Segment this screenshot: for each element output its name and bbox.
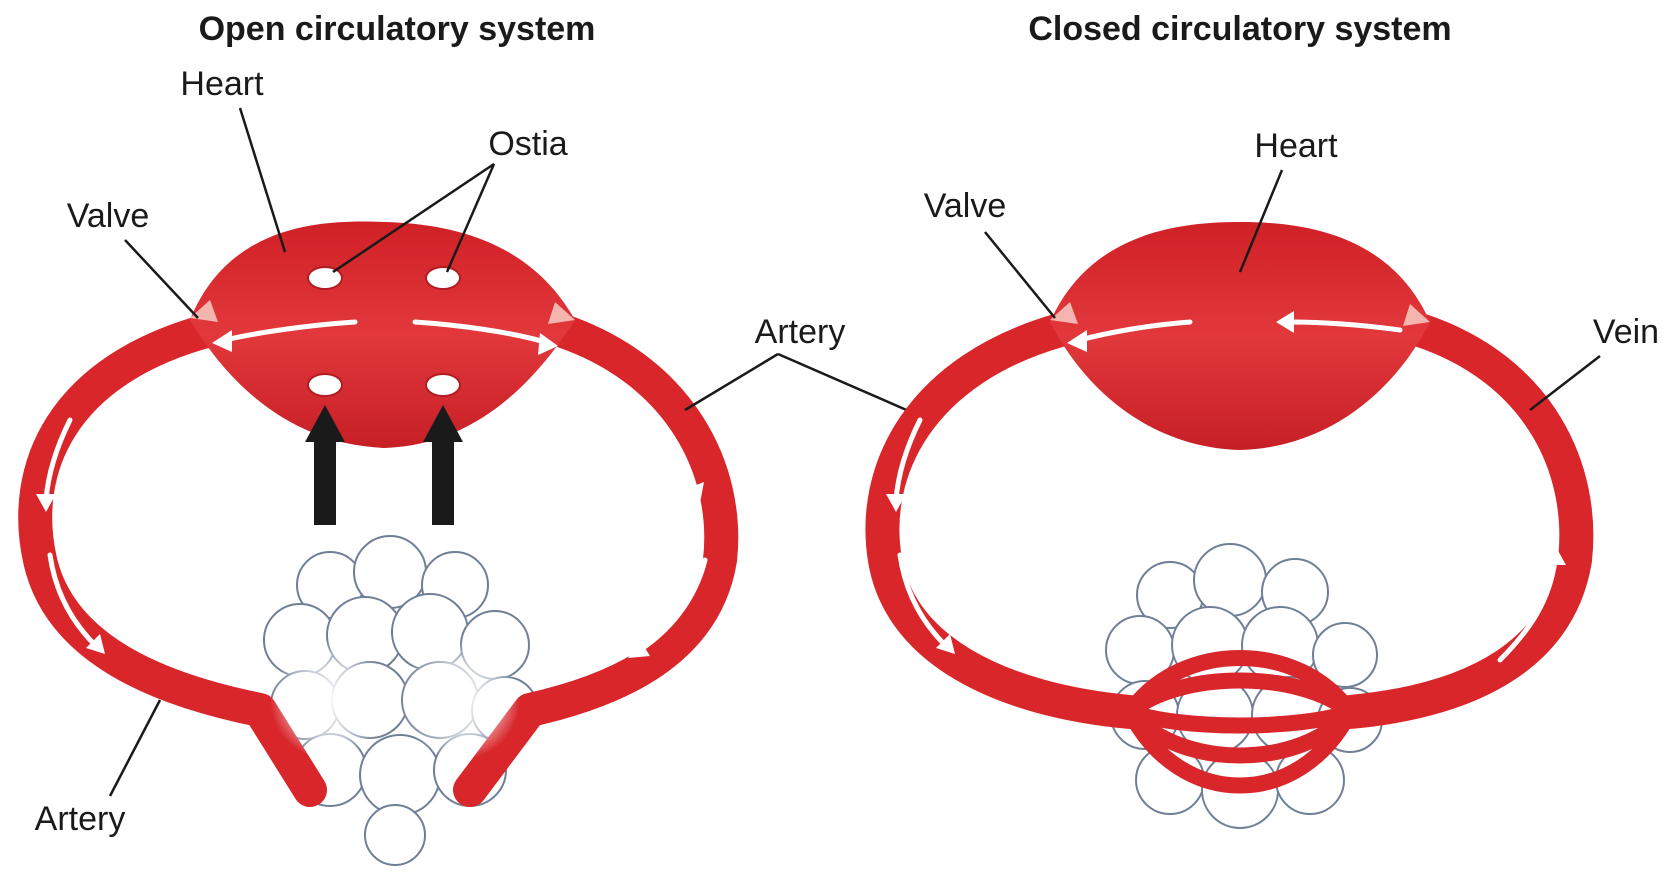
closed-artery: [882, 330, 1130, 712]
open-valve-label: Valve: [67, 197, 150, 235]
closed-system-title: Closed circulatory system: [1028, 10, 1451, 48]
artery-shared-label: Artery: [755, 313, 846, 351]
closed-vein-label: Vein: [1593, 313, 1659, 351]
open-system-panel: Open circulatory system: [35, 10, 918, 865]
ostium-bottom-right: [426, 374, 460, 396]
open-ostia-label: Ostia: [488, 125, 567, 163]
open-heart-label: Heart: [180, 65, 264, 103]
closed-heart-label: Heart: [1254, 127, 1338, 165]
ostium-bottom-left: [308, 374, 342, 396]
ostium-top-right: [426, 267, 460, 289]
open-system-title: Open circulatory system: [199, 10, 596, 48]
closed-system-panel: Closed circulatory system: [882, 10, 1659, 828]
open-artery-lower-label: Artery: [35, 800, 126, 838]
closed-vein: [1350, 330, 1576, 712]
closed-valve-label: Valve: [924, 187, 1007, 225]
